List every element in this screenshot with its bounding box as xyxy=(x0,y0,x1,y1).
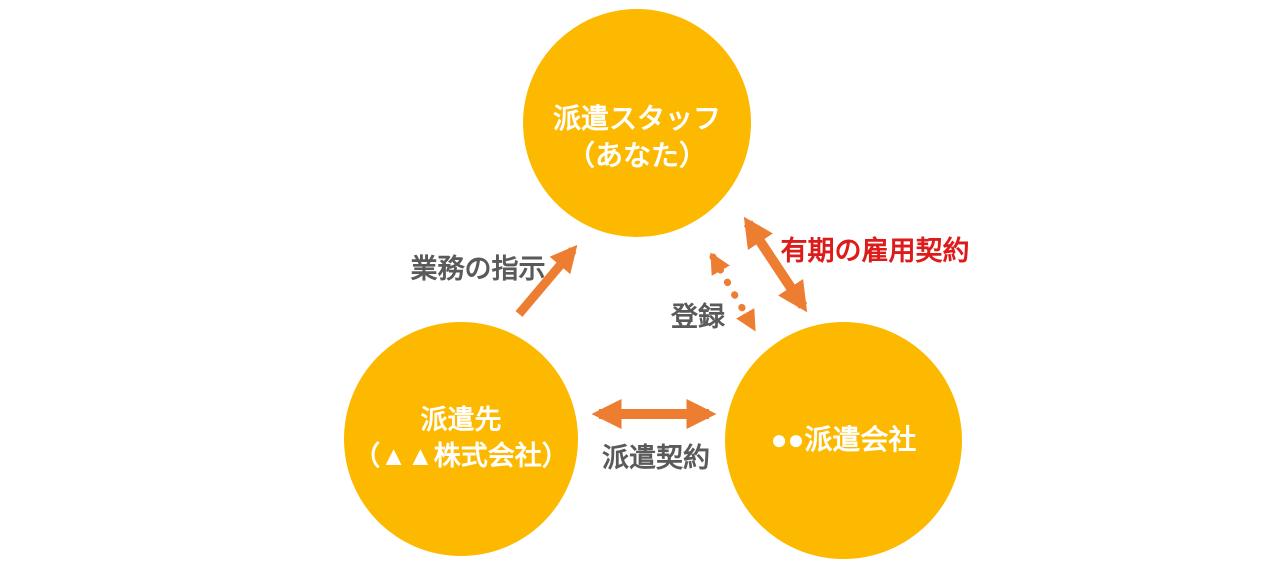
registration-label: 登録 xyxy=(671,302,725,332)
employment-contract-label: 有期の雇用契約 xyxy=(780,236,970,266)
node-dispatch-staff-line1: 派遣スタッフ xyxy=(552,103,721,135)
node-dispatch-agency-line1: ●●派遣会社 xyxy=(770,424,917,456)
node-dispatch-staff-line2: （あなた） xyxy=(566,140,707,171)
dispatch-contract-label: 派遣契約 xyxy=(602,443,710,473)
node-dispatch-client-line2: （▲▲株式会社） xyxy=(353,441,569,471)
node-dispatch-client: 派遣先 （▲▲株式会社） xyxy=(344,322,578,556)
node-dispatch-client-line1: 派遣先 xyxy=(420,405,502,436)
node-dispatch-staff: 派遣スタッフ （あなた） xyxy=(523,9,751,237)
node-dispatch-agency: ●●派遣会社 xyxy=(725,322,962,559)
work-instructions-label: 業務の指示 xyxy=(410,254,546,284)
